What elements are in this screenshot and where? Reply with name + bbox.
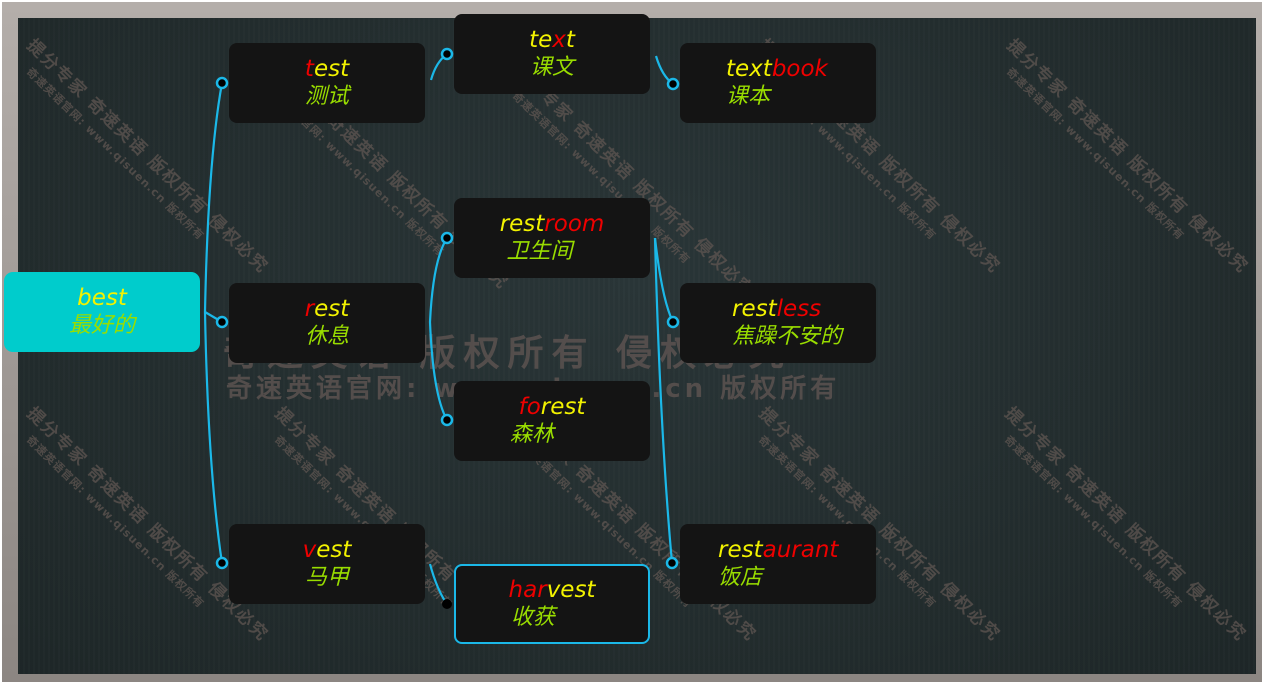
node-translation: 测试 <box>304 84 349 109</box>
connector-handle <box>442 599 452 609</box>
node-forest[interactable]: forest 森林 <box>454 381 650 461</box>
connector-best-test <box>203 82 224 313</box>
connector-rest-forest <box>428 321 448 421</box>
connector-restroom-restaurant <box>653 237 674 564</box>
node-translation: 卫生间 <box>506 239 573 264</box>
node-word: best <box>77 285 127 311</box>
connector-handle <box>665 556 679 570</box>
connector-handle <box>440 231 454 245</box>
node-translation: 休息 <box>304 324 349 349</box>
connector-handle <box>215 76 229 90</box>
node-word: rest <box>304 296 350 322</box>
node-word: harvest <box>508 577 596 603</box>
node-word: vest <box>302 537 352 563</box>
node-text[interactable]: text 课文 <box>454 14 650 94</box>
connector-handle <box>666 315 680 329</box>
connector-handle <box>440 413 454 427</box>
node-word: restroom <box>499 211 605 237</box>
node-translation: 饭店 <box>718 565 763 590</box>
node-translation: 收获 <box>510 605 555 630</box>
node-word: restless <box>732 296 822 322</box>
node-restaurant[interactable]: restaurant 饭店 <box>680 524 876 604</box>
node-translation: 焦躁不安的 <box>732 324 843 349</box>
node-translation: 最好的 <box>68 313 135 338</box>
node-vest[interactable]: vest 马甲 <box>229 524 425 604</box>
connector-handle <box>440 47 454 61</box>
node-word: textbook <box>726 56 828 82</box>
connector-handle <box>215 315 229 329</box>
node-harvest[interactable]: harvest 收获 <box>454 564 650 644</box>
node-word: forest <box>518 394 586 420</box>
node-word: text <box>529 27 575 53</box>
node-restroom[interactable]: restroom 卫生间 <box>454 198 650 278</box>
node-translation: 课文 <box>529 55 574 80</box>
connector-handle <box>666 77 680 91</box>
node-restless[interactable]: restless 焦躁不安的 <box>680 283 876 363</box>
node-word: test <box>304 56 350 82</box>
connector-rest-restroom <box>428 237 448 323</box>
mindmap-canvas: 提分专家 奇速英语 版权所有 侵权必究 奇速英语官网: www.qisuen.c… <box>18 18 1256 674</box>
node-translation: 课本 <box>726 84 771 109</box>
node-translation: 森林 <box>509 422 554 447</box>
connector-best-vest <box>203 311 224 564</box>
connector-vest-harvest <box>428 563 448 605</box>
connector-handle <box>215 556 229 570</box>
node-test[interactable]: test 测试 <box>229 43 425 123</box>
node-textbook[interactable]: textbook 课本 <box>680 43 876 123</box>
node-best[interactable]: best 最好的 <box>4 272 200 352</box>
node-word: restaurant <box>718 537 839 563</box>
node-translation: 马甲 <box>304 565 349 590</box>
node-rest[interactable]: rest 休息 <box>229 283 425 363</box>
